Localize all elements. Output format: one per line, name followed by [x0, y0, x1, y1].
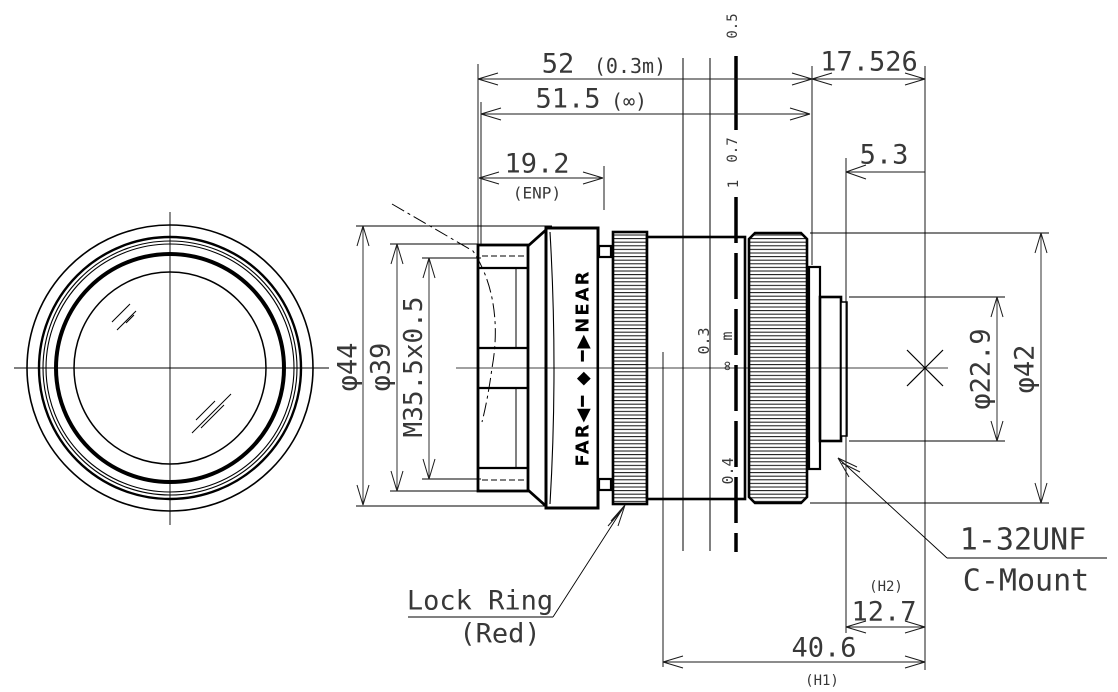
dim-arrows-dia22-9 — [990, 296, 1004, 442]
dim-arrows-m35-5 — [422, 257, 436, 480]
callouts: Lock Ring (Red) 1-32UNF C-Mount — [407, 457, 1107, 650]
outer-rim-circle — [26, 224, 314, 512]
dim-note-0-3m: (0.3m) — [594, 54, 666, 78]
focus-ring-far-near-label: FAR◀━ ◆ ━▶NEAR — [573, 270, 594, 467]
front-ring-bevel-top — [527, 227, 548, 248]
leader-line-c-mount — [837, 457, 948, 559]
glass-glint-marks — [111, 303, 232, 434]
dim-label-5-3: 5.3 — [860, 140, 909, 171]
dim-label-40-6: 40.6 — [791, 633, 856, 664]
dim-arrows-dia44 — [356, 225, 370, 506]
callout-lock-ring: Lock Ring — [407, 586, 553, 617]
scale-mark-1: 1 — [726, 180, 742, 188]
dim-label-filter-thread: M35.5x0.5 — [399, 297, 429, 438]
neck-lug-top — [597, 244, 613, 259]
scale-mark-infinity: ∞ — [718, 361, 736, 370]
dim-arrows-12-7 — [845, 620, 926, 634]
dim-label-dia39: φ39 — [366, 343, 397, 392]
neck-lug-bottom — [597, 477, 613, 492]
dim-label-19-2: 19.2 — [504, 149, 569, 180]
dim-arrows-51-5 — [480, 107, 811, 121]
right-dimensions: φ22.9 φ42 — [810, 232, 1049, 504]
bezel-circle — [37, 235, 303, 501]
front-element-circle — [73, 271, 267, 465]
lens-retainer-circle — [54, 252, 286, 484]
front-view — [14, 212, 329, 525]
scale-mark-0-3: 0.3 — [695, 327, 713, 354]
dim-label-dia22-9: φ22.9 — [966, 328, 997, 409]
dim-arrows-19-2 — [478, 171, 604, 185]
dim-arrow-5-3 — [845, 164, 867, 180]
top-dimensions: 52 (0.3m) 51.5 (∞) 19.2 (ENP) 17.526 5.3 — [477, 47, 926, 670]
front-ring-bevel-bottom — [527, 488, 548, 509]
leader-arrow-c-mount — [837, 457, 861, 478]
c-mount-thread-barrel — [818, 295, 843, 443]
thread-circle — [45, 243, 295, 493]
dim-label-51-5: 51.5 — [535, 84, 600, 115]
dim-note-h1: (H1) — [805, 673, 839, 689]
dim-arrows-dia42 — [1034, 232, 1048, 504]
dim-label-dia42: φ42 — [1010, 345, 1041, 394]
left-dimensions: φ44 φ39 M35.5x0.5 — [333, 225, 552, 507]
scale-mark-0-4: 0.4 — [719, 457, 737, 484]
callout-lock-ring-color: (Red) — [459, 619, 540, 650]
phantom-centerline-arc — [391, 203, 496, 423]
focus-scale-top-labels: 0.5 0.7 1 — [725, 13, 742, 188]
dim-arrows-dia39 — [390, 243, 404, 492]
leader-arrow-lock-ring — [607, 504, 626, 527]
dim-label-52: 52 — [542, 49, 575, 80]
dim-note-infinity: (∞) — [611, 89, 647, 113]
dim-note-enp: (ENP) — [513, 184, 561, 203]
scale-unit-m: m — [718, 331, 736, 340]
dim-label-dia44: φ44 — [333, 343, 364, 392]
dim-arrows-40-6 — [662, 655, 926, 669]
callout-mount-name: C-Mount — [963, 564, 1089, 599]
callout-mount-thread: 1-32UNF — [960, 523, 1086, 558]
bottom-dimensions: (H2) 12.7 40.6 (H1) — [662, 579, 926, 689]
dim-arrows-52 — [477, 72, 813, 86]
dim-note-h2: (H2) — [869, 579, 903, 595]
dim-label-17-526: 17.526 — [820, 47, 918, 78]
scale-mark-0-5: 0.5 — [725, 13, 741, 38]
c-mount-rear-cap — [840, 301, 848, 437]
leader-line-lock-ring — [552, 504, 626, 618]
side-view: FAR◀━ ◆ ━▶NEAR 0.3 m ∞ 0.4 — [391, 56, 948, 667]
dim-label-12-7: 12.7 — [851, 597, 916, 628]
filter-ring-circle — [42, 240, 298, 496]
scale-mark-0-7: 0.7 — [725, 137, 741, 162]
dim-arrows-17-526 — [811, 72, 926, 86]
